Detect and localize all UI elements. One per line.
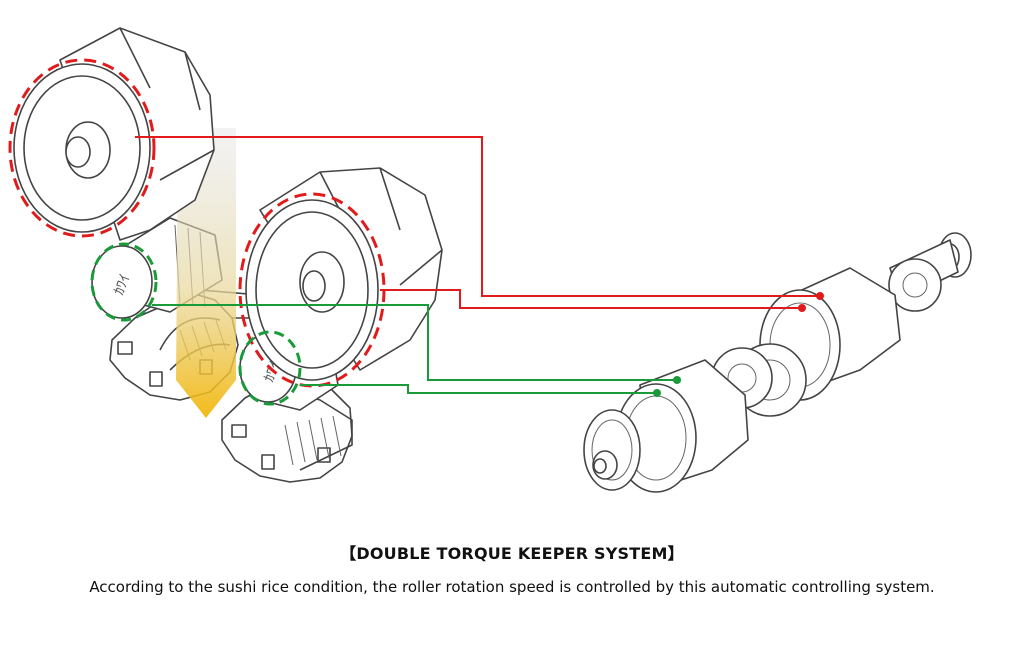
large-roller-left-highlight [8,58,156,238]
double-torque-keeper-diagram: ｶﾜｲ ｶﾜｲ [8,27,972,493]
small-roller-upper-highlight [90,242,158,322]
caption-description: According to the sushi rice condition, t… [89,578,935,596]
red-link-dot-upper [816,292,824,300]
green-link-dot-lower [653,389,661,397]
lower-cutter-gear-right [221,379,353,483]
red-link-lines [135,136,824,312]
svg-text:ｶﾜｲ: ｶﾜｲ [111,272,133,297]
large-roller-left [8,27,215,241]
large-roller-right [238,167,443,388]
green-link-lines [152,304,681,397]
red-link-dot-lower [798,304,806,312]
green-link-dot-upper [673,376,681,384]
caption-title: 【DOUBLE TORQUE KEEPER SYSTEM】 [340,544,684,563]
small-roller-lower-highlight [238,330,302,406]
torque-keeper-shaft-assembly [583,232,972,493]
